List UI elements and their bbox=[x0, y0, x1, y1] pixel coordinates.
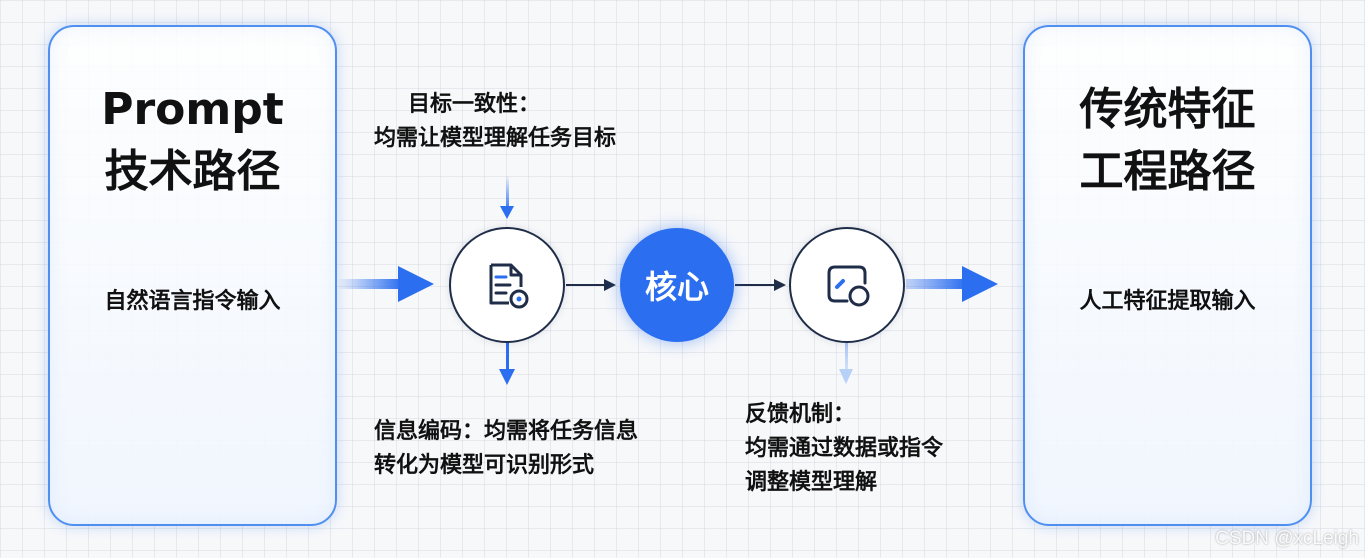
arrow-encode-to-core bbox=[566, 279, 616, 291]
document-gear-icon bbox=[489, 263, 529, 309]
goal-consistency-line2: 均需让模型理解任务目标 bbox=[374, 126, 617, 151]
feedback-mechanism-line2: 均需通过数据或指令 bbox=[745, 436, 944, 461]
arrow-encode-to-label bbox=[499, 343, 515, 385]
encode-node bbox=[449, 227, 565, 343]
feature-engineering-title-line2: 工程路径 bbox=[1079, 146, 1256, 197]
arrow-feedback-to-right bbox=[906, 266, 998, 302]
goal-consistency-label: 目标一致性： 均需让模型理解任务目标 bbox=[372, 88, 692, 156]
info-encoding-line2: 转化为模型可识别形式 bbox=[374, 453, 595, 478]
watermark: CSDN @xcLeigh bbox=[1215, 528, 1359, 549]
feedback-mechanism-line1: 反馈机制： bbox=[745, 402, 856, 427]
info-encoding-label: 信息编码：均需将任务信息 转化为模型可识别形式 bbox=[374, 415, 638, 483]
prompt-path-panel: Prompt 技术路径 自然语言指令输入 bbox=[48, 25, 337, 526]
core-node: 核心 bbox=[620, 228, 734, 342]
feature-engineering-subtitle: 人工特征提取输入 bbox=[1079, 289, 1256, 314]
feature-engineering-title-line1: 传统特征 bbox=[1079, 84, 1256, 135]
feedback-mechanism-line3: 调整模型理解 bbox=[745, 470, 878, 495]
arrow-left-to-encode bbox=[337, 266, 434, 302]
feature-engineering-panel: 传统特征 工程路径 人工特征提取输入 bbox=[1023, 25, 1312, 526]
prompt-path-title-line2: 技术路径 bbox=[104, 146, 281, 197]
prompt-path-title-line1: Prompt bbox=[101, 84, 284, 135]
info-encoding-line1: 信息编码：均需将任务信息 bbox=[374, 419, 639, 444]
prompt-path-subtitle: 自然语言指令输入 bbox=[104, 289, 281, 314]
arrow-core-to-feedback bbox=[735, 279, 786, 291]
arrow-goal-to-encode bbox=[500, 175, 514, 219]
window-refresh-icon bbox=[827, 265, 870, 307]
goal-consistency-line1: 目标一致性： bbox=[408, 92, 541, 117]
feedback-mechanism-label: 反馈机制： 均需通过数据或指令 调整模型理解 bbox=[745, 398, 943, 500]
arrow-feedback-to-label bbox=[839, 343, 853, 384]
core-label: 核心 bbox=[644, 268, 709, 306]
feedback-node bbox=[789, 227, 905, 343]
